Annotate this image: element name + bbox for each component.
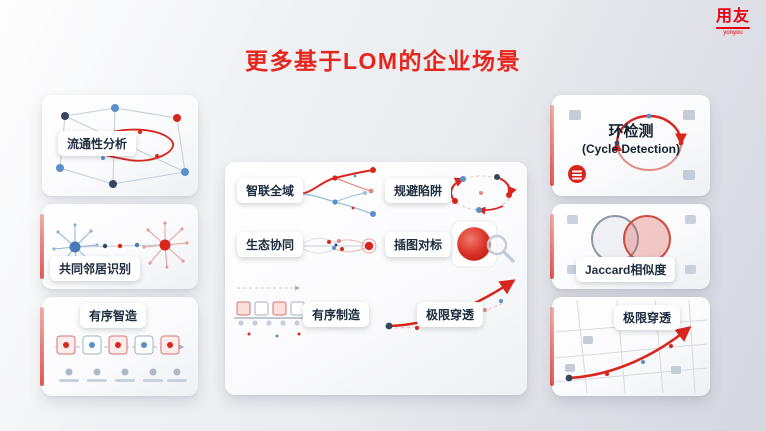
card-extreme-penetration: 极限穿透 (550, 297, 710, 396)
cycle-detection-title: 环检测 (Cycle Detection) (552, 123, 710, 157)
card-liquidity-analysis: 流通性分析 (42, 95, 198, 196)
label-liquidity-analysis: 流通性分析 (58, 131, 137, 156)
label-extreme-penetration-center: 极限穿透 (417, 302, 484, 327)
label-avoid-traps: 规避陷阱 (385, 178, 452, 203)
ecosystem-network-graphic (291, 222, 377, 270)
logo-underline (715, 27, 750, 29)
cycle-detection-graphic (568, 110, 695, 183)
card-cycle-detection: 环检测 (Cycle Detection) (550, 95, 710, 196)
label-orderly-production: 有序制造 (303, 302, 370, 327)
card-orderly-manufacturing: 有序智造 (40, 297, 198, 396)
label-eco-collaboration: 生态协同 (237, 232, 304, 257)
venn-diagram-graphic (567, 215, 696, 274)
cycle-detection-title-cn: 环检测 (608, 123, 654, 140)
logo-brand-text: 用友 (715, 8, 750, 25)
card-common-neighbor: 共同邻居识别 (40, 204, 198, 289)
cycle-detection-title-en: (Cycle Detection) (581, 141, 681, 156)
label-smart-connect: 智联全域 (237, 178, 304, 203)
trap-cycle-graphic (439, 165, 523, 221)
card-jaccard-similarity: Jaccard相似度 (550, 204, 710, 289)
orderly-manufacturing-graphic (55, 335, 187, 382)
conveyor-belt-graphic (229, 274, 315, 342)
label-extreme-penetration: 极限穿透 (614, 305, 681, 330)
card-center-scenarios: 智联全域 规避陷阱 生态协同 插图对标 有序制造 极限穿透 (225, 162, 527, 395)
branch-network-graphic (293, 164, 379, 222)
label-common-neighbor: 共同邻居识别 (50, 256, 141, 281)
yonyou-logo: 用友 yonyou (715, 8, 750, 36)
red-circle-magnifier-graphic (437, 218, 521, 272)
label-image-benchmark: 插图对标 (385, 232, 452, 257)
label-orderly-manufacturing: 有序智造 (80, 303, 147, 328)
label-jaccard-similarity: Jaccard相似度 (576, 257, 676, 282)
logo-subtext: yonyou (723, 30, 743, 36)
page-title: 更多基于LOM的企业场景 (244, 48, 522, 74)
